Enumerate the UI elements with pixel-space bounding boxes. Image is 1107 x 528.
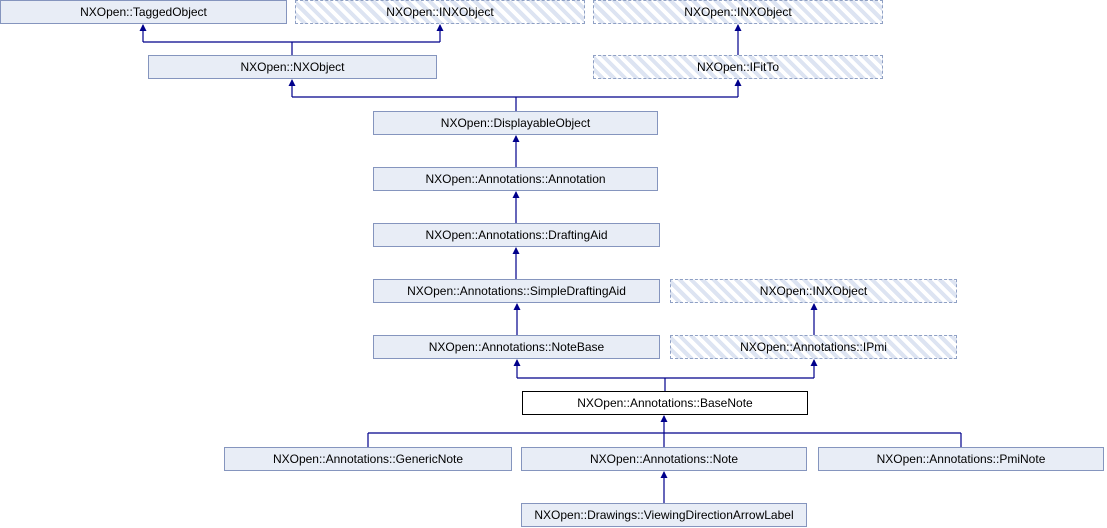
class-node-generic-note[interactable]: NXOpen::Annotations::GenericNote: [224, 447, 512, 471]
class-node-label: NXOpen::INXObject: [386, 5, 494, 19]
class-node-label: NXOpen::Annotations::NoteBase: [428, 340, 605, 354]
inheritance-arrowhead: [810, 303, 818, 310]
class-node-drafting-aid[interactable]: NXOpen::Annotations::DraftingAid: [373, 223, 660, 247]
class-node-label: NXOpen::Drawings::ViewingDirectionArrowL…: [534, 508, 794, 522]
class-node-displayable-object[interactable]: NXOpen::DisplayableObject: [373, 111, 658, 135]
inheritance-arrowhead: [513, 303, 521, 310]
class-node-label: NXOpen::Annotations::IPmi: [740, 340, 887, 354]
class-node-ifitto[interactable]: NXOpen::IFitTo: [593, 55, 883, 79]
inheritance-arrowhead: [139, 24, 147, 31]
class-node-label: NXOpen::Annotations::SimpleDraftingAid: [407, 284, 626, 298]
class-node-inxobject-2[interactable]: NXOpen::INXObject: [593, 0, 883, 24]
class-node-label: NXOpen::Annotations::PmiNote: [876, 452, 1046, 466]
inheritance-arrowhead: [810, 359, 818, 366]
class-node-note-base[interactable]: NXOpen::Annotations::NoteBase: [373, 335, 660, 359]
class-node-label: NXOpen::Annotations::BaseNote: [577, 396, 753, 410]
inheritance-arrowhead: [288, 79, 296, 86]
class-node-tagged-object[interactable]: NXOpen::TaggedObject: [0, 0, 287, 24]
inheritance-arrowhead: [734, 79, 742, 86]
class-node-nxobject[interactable]: NXOpen::NXObject: [148, 55, 437, 79]
class-node-label: NXOpen::Annotations::Note: [589, 452, 739, 466]
class-node-viewing-direction-arrow-label[interactable]: NXOpen::Drawings::ViewingDirectionArrowL…: [521, 503, 807, 527]
class-node-label: NXOpen::INXObject: [684, 5, 792, 19]
inheritance-arrowhead: [436, 24, 444, 31]
class-node-label: NXOpen::NXObject: [240, 60, 345, 74]
class-node-label: NXOpen::DisplayableObject: [440, 116, 591, 130]
class-node-label: NXOpen::Annotations::DraftingAid: [425, 228, 608, 242]
inheritance-arrowhead: [660, 415, 668, 422]
class-node-label: NXOpen::Annotations::Annotation: [425, 172, 606, 186]
inheritance-arrowhead: [512, 247, 520, 254]
inheritance-arrowhead: [660, 471, 668, 478]
class-node-label: NXOpen::IFitTo: [696, 60, 780, 74]
class-node-label: NXOpen::Annotations::GenericNote: [272, 452, 464, 466]
inheritance-arrowhead: [513, 359, 521, 366]
class-node-label: NXOpen::TaggedObject: [80, 5, 207, 19]
class-node-simple-drafting-aid[interactable]: NXOpen::Annotations::SimpleDraftingAid: [373, 279, 660, 303]
class-node-base-note: NXOpen::Annotations::BaseNote: [522, 391, 808, 415]
inheritance-arrowhead: [512, 135, 520, 142]
class-node-inxobject-1[interactable]: NXOpen::INXObject: [295, 0, 585, 24]
class-node-pmi-note[interactable]: NXOpen::Annotations::PmiNote: [818, 447, 1104, 471]
class-node-note[interactable]: NXOpen::Annotations::Note: [521, 447, 807, 471]
class-node-inxobject-3[interactable]: NXOpen::INXObject: [670, 279, 957, 303]
class-node-ipmi[interactable]: NXOpen::Annotations::IPmi: [670, 335, 957, 359]
class-node-label: NXOpen::INXObject: [759, 284, 868, 298]
inheritance-arrowhead: [512, 191, 520, 198]
inheritance-arrowhead: [734, 24, 742, 31]
class-node-annotation[interactable]: NXOpen::Annotations::Annotation: [373, 167, 658, 191]
